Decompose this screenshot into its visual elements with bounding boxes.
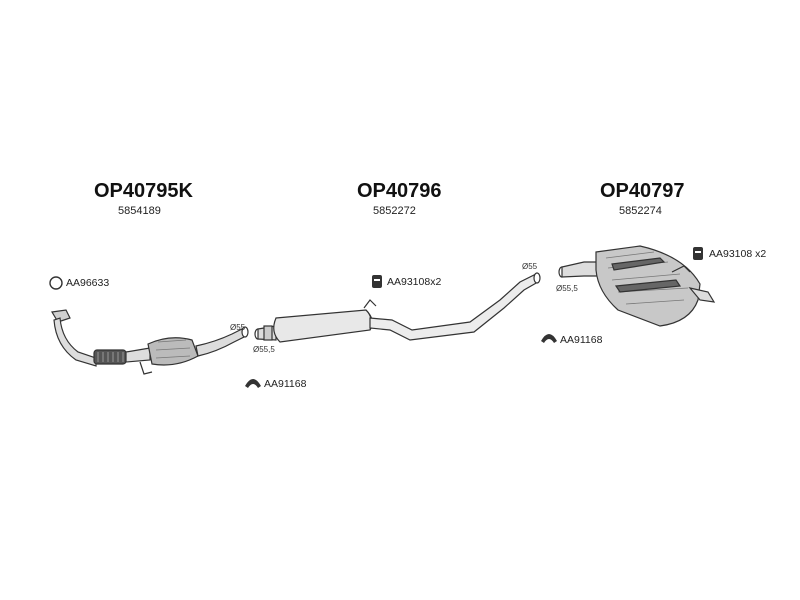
oe-number: 5852274 bbox=[619, 205, 662, 217]
clamp-label: AA91168 bbox=[560, 334, 603, 346]
dimension-label: Ø55 bbox=[230, 323, 246, 332]
gasket-ring-label: AA96633 bbox=[66, 277, 110, 289]
gasket-ring-icon bbox=[49, 276, 63, 290]
oe-number: 5852272 bbox=[373, 205, 416, 217]
part-code: OP40797 bbox=[600, 180, 685, 202]
dimension-label: Ø55,5 bbox=[556, 284, 578, 293]
dimension-label: Ø55,5 bbox=[253, 345, 275, 354]
clamp-icon bbox=[245, 379, 261, 388]
middle-silencer[interactable] bbox=[254, 272, 541, 343]
rubber-mount-icon bbox=[372, 275, 382, 288]
part-code: OP40795K bbox=[94, 180, 193, 202]
part-code: OP40796 bbox=[357, 180, 442, 202]
rubber-mount-label: AA93108x2 bbox=[387, 276, 442, 288]
clamp-label: AA91168 bbox=[264, 378, 307, 390]
dimension-label: Ø55 bbox=[522, 262, 538, 271]
rubber-mount-icon bbox=[693, 247, 703, 260]
clamp-icon bbox=[541, 334, 557, 343]
front-pipe-catalyst[interactable] bbox=[51, 309, 249, 375]
rubber-mount-label: AA93108 x2 bbox=[709, 248, 767, 260]
rear-silencer[interactable] bbox=[558, 245, 716, 327]
oe-number: 5854189 bbox=[118, 205, 161, 217]
